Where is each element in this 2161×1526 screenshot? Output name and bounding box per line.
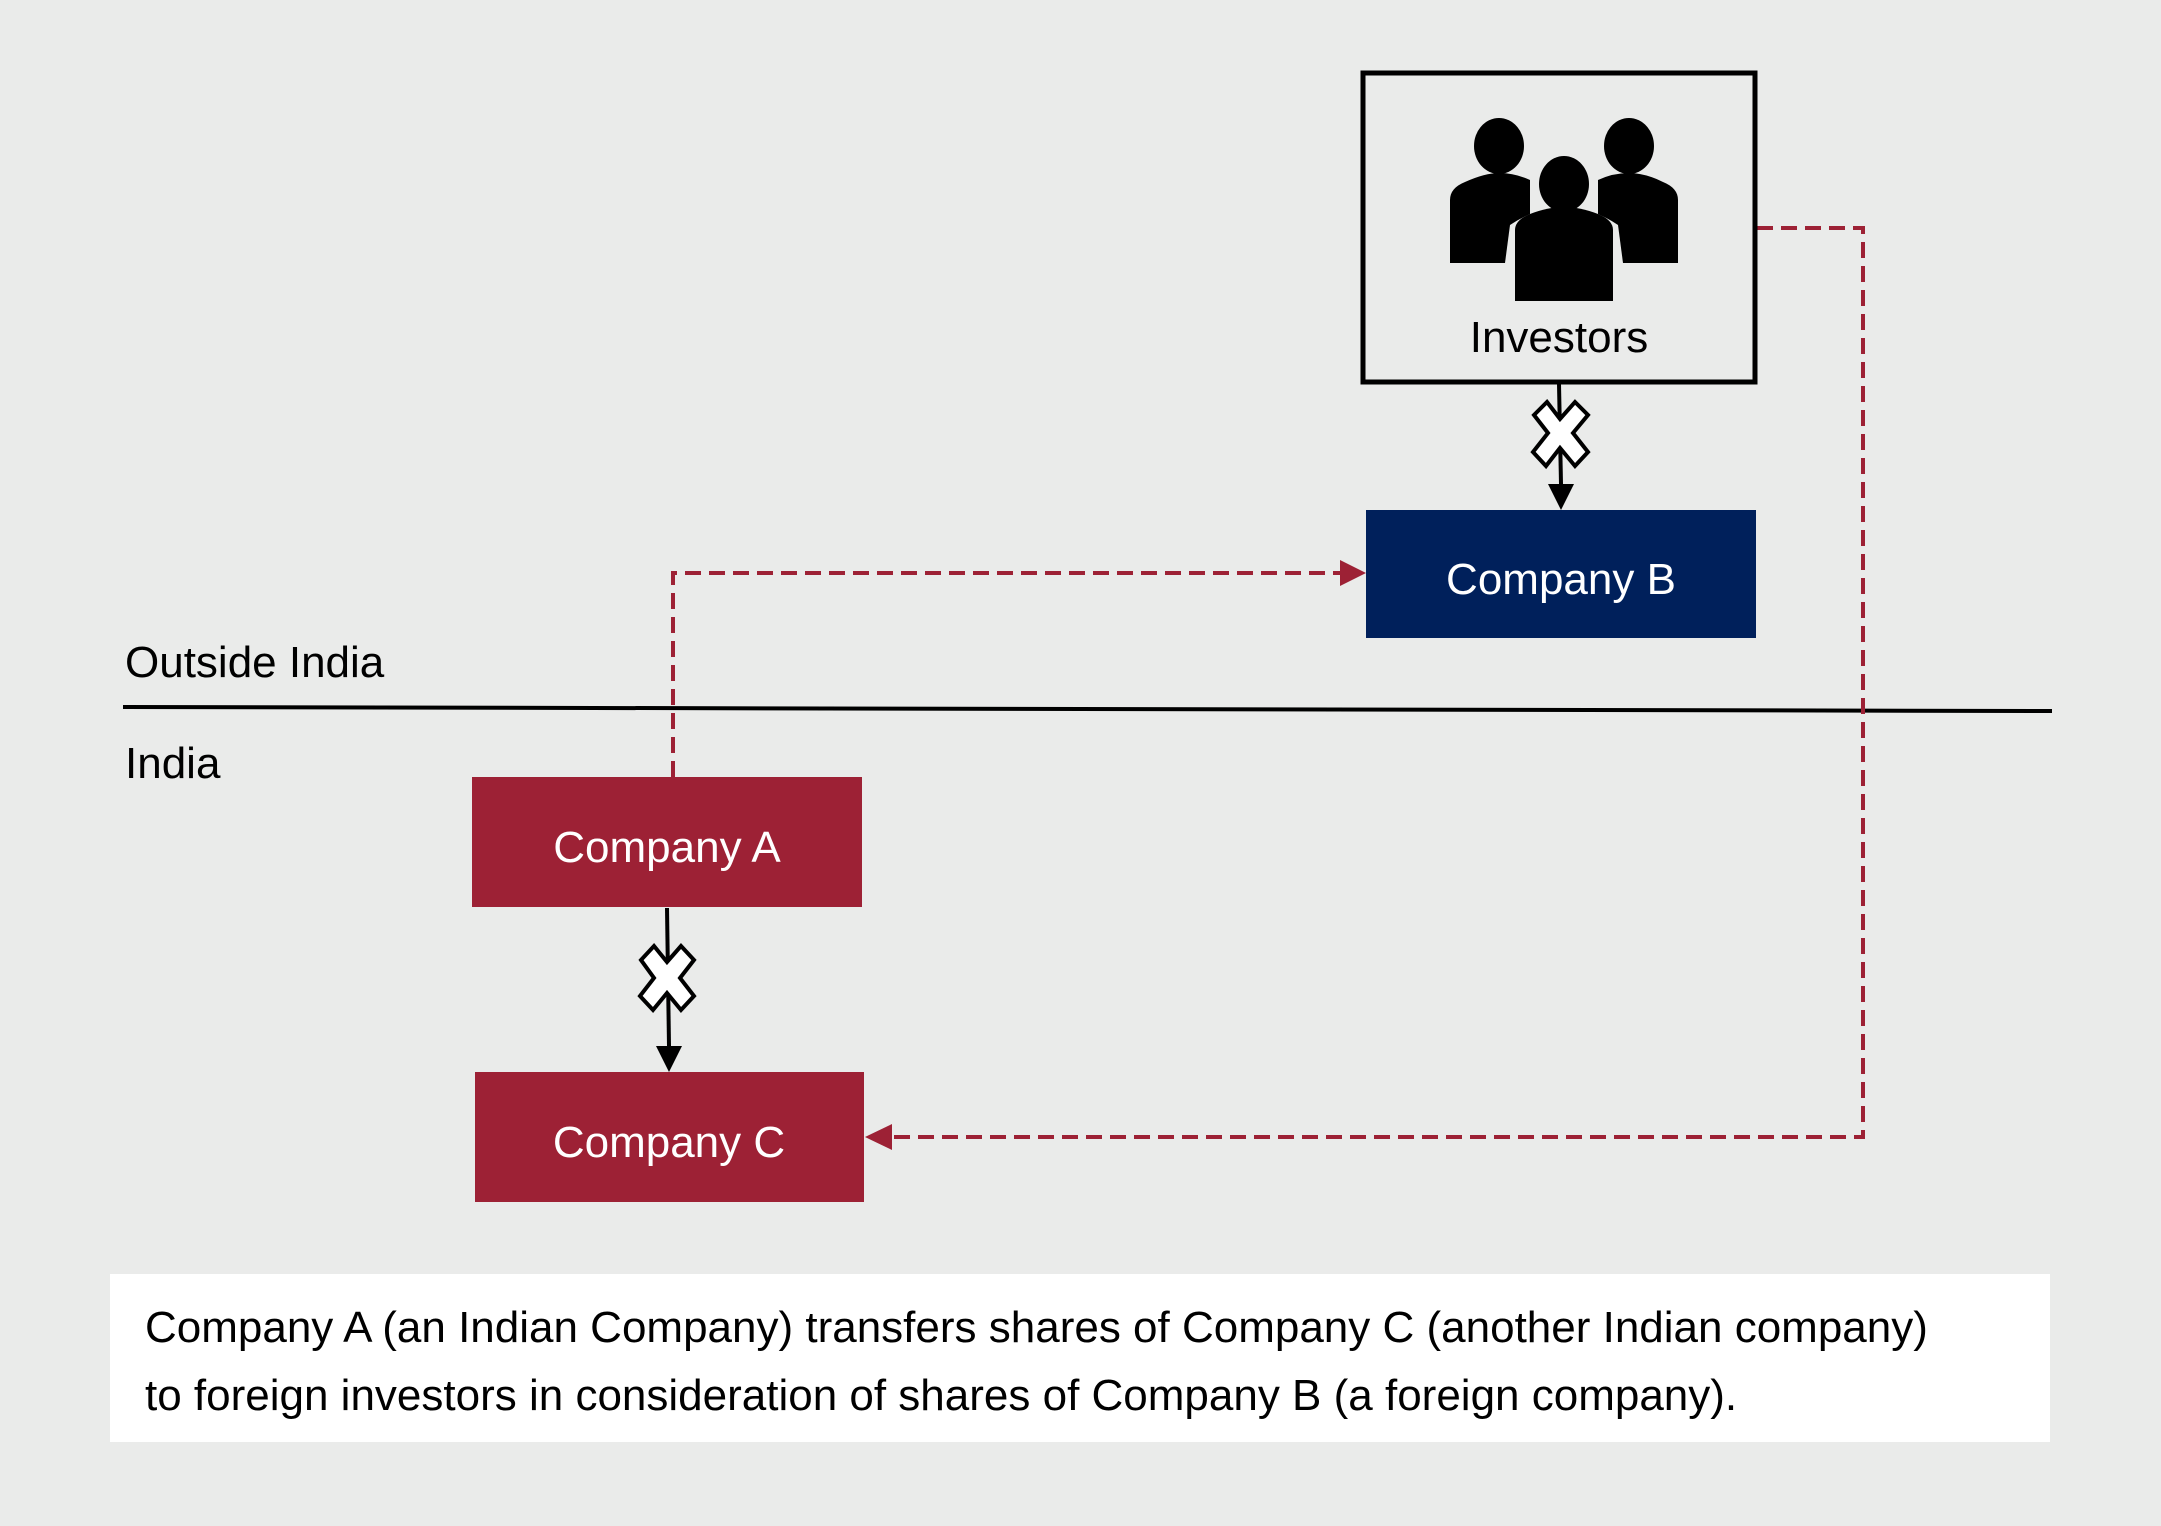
blocked-flow-a-to-c: [637, 907, 697, 1072]
blocked-x-icon: [1530, 398, 1591, 470]
people-group-icon: [1450, 118, 1678, 301]
india-label: India: [125, 739, 221, 788]
arrowhead-to-company-b: [1340, 560, 1366, 586]
flow-a-to-b: [671, 560, 1366, 777]
investors-label: Investors: [1470, 313, 1649, 362]
caption-box: Company A (an Indian Company) transfers …: [110, 1274, 2050, 1442]
caption-line-1: Company A (an Indian Company) transfers …: [145, 1303, 1928, 1352]
caption-line-2: to foreign investors in consideration of…: [145, 1371, 1738, 1420]
company-b-label: Company B: [1446, 555, 1676, 604]
company-a-label: Company A: [553, 823, 781, 872]
company-c-node[interactable]: Company C: [475, 1072, 864, 1202]
arrowhead-to-company-c-solid: [656, 1046, 682, 1072]
arrowhead-to-company-b-solid: [1548, 484, 1574, 510]
blocked-x-icon: [637, 942, 697, 1014]
region-divider: [122, 705, 2053, 713]
company-a-node[interactable]: Company A: [472, 777, 862, 907]
blocked-flow-investors-to-b: [1530, 383, 1591, 510]
investors-node[interactable]: Investors: [1360, 70, 1758, 385]
company-c-label: Company C: [553, 1118, 785, 1167]
company-b-node[interactable]: Company B: [1366, 510, 1756, 638]
outside-india-label: Outside India: [125, 638, 385, 687]
flow-investors-to-c: [865, 226, 1865, 1150]
arrowhead-to-company-c: [865, 1124, 892, 1150]
